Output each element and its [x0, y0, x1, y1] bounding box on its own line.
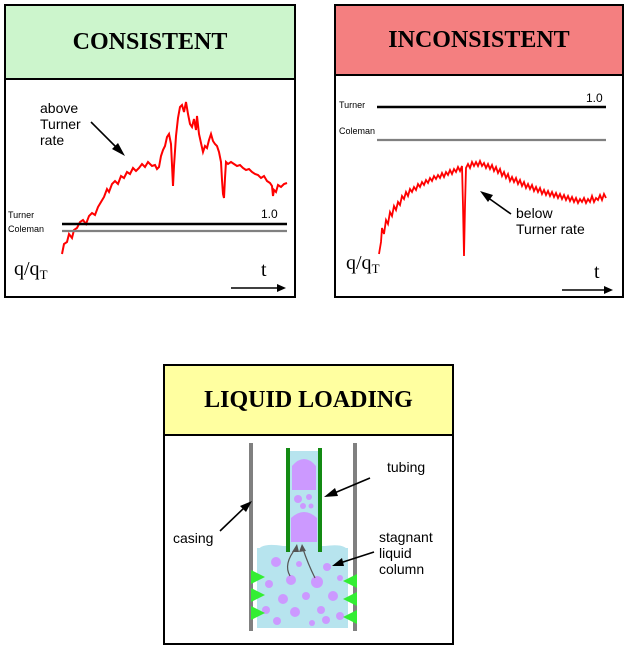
tubing-pointer-arrow [324, 477, 371, 497]
column-label-1: stagnant [379, 529, 433, 545]
well-diagram: casing tubing stagnant liquid column [173, 443, 433, 631]
liquid-column [257, 548, 348, 628]
above-pointer-arrow [90, 121, 125, 156]
gas-slug-top [292, 459, 316, 490]
consistent-chart: above Turner rate Turner Coleman 1.0 q/q… [8, 100, 288, 292]
tubing-label: tubing [387, 459, 425, 475]
x-axis-label: t [261, 259, 267, 281]
inflow-arrows-right [343, 574, 357, 624]
liquid-loading-title: LIQUID LOADING [165, 366, 452, 436]
inconsistent-panel: INCONSISTENT Turner Coleman 1.0 below Tu… [334, 4, 624, 298]
consistent-rate-curve [61, 101, 288, 255]
column-pointer-arrow [332, 551, 375, 566]
time-arrow [562, 286, 613, 294]
inconsistent-rate-curve [378, 158, 607, 257]
x-axis-label: t [594, 261, 600, 283]
consistent-panel: CONSISTENT above Turner rate Turner Cole… [4, 4, 296, 298]
liquid-loading-panel: LIQUID LOADING [163, 364, 454, 645]
column-label-2: liquid [379, 545, 412, 561]
time-arrow [231, 284, 286, 292]
tubing-bubbles [294, 494, 314, 509]
casing-pointer-arrow [219, 501, 252, 532]
coleman-label: Coleman [339, 126, 375, 136]
coleman-label: Coleman [8, 224, 44, 234]
above-label-2: Turner [40, 116, 81, 132]
below-pointer-arrow [480, 191, 512, 215]
turner-label: Turner [339, 100, 365, 110]
annulus-bubbles [262, 557, 344, 626]
column-label-3: column [379, 561, 424, 577]
inflow-arrows-left [251, 570, 265, 620]
casing-label: casing [173, 530, 213, 546]
inconsistent-chart: Turner Coleman 1.0 below Turner rate q/q… [339, 91, 613, 294]
y-axis-label: q/qT [14, 258, 48, 282]
turner-label: Turner [8, 210, 34, 220]
inconsistent-title: INCONSISTENT [336, 6, 622, 76]
above-label-3: rate [40, 132, 64, 148]
ratio-label: 1.0 [586, 91, 603, 105]
above-label-1: above [40, 100, 78, 116]
below-label-1: below [516, 205, 553, 221]
consistent-title: CONSISTENT [6, 6, 294, 80]
gas-slug-bottom [291, 512, 317, 542]
ratio-label: 1.0 [261, 207, 278, 221]
y-axis-label: q/qT [346, 252, 380, 276]
below-label-2: Turner rate [516, 221, 585, 237]
upflow-arrowheads [292, 544, 306, 552]
